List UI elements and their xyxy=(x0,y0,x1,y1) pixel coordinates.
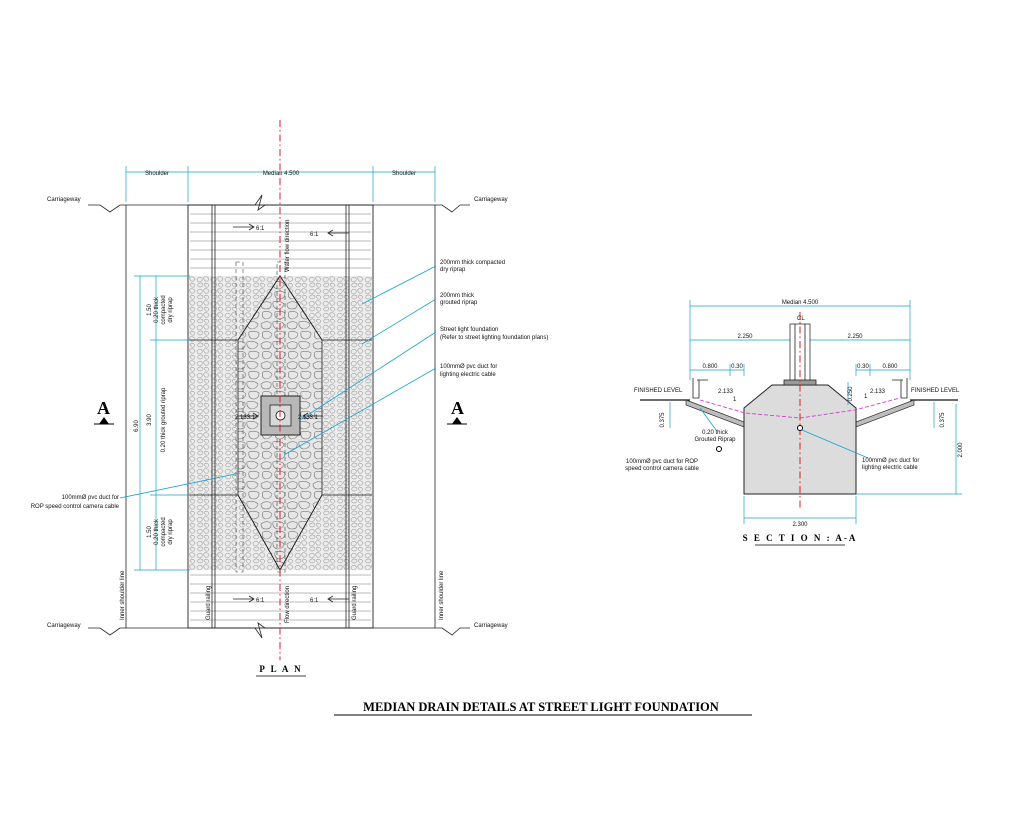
section-rop-1: 100mmØ pvc duct for ROP xyxy=(626,459,698,465)
section-slope-right: 2.133 xyxy=(870,389,886,395)
section-light-1: 100mmØ pvc duct for xyxy=(862,458,919,464)
shoulder-left-label: Shoulder xyxy=(145,171,169,177)
shoulder-right-label: Shoulder xyxy=(392,171,416,177)
slope-mid-right: 2.133:1 xyxy=(298,415,319,421)
section-d2000: 2.000 xyxy=(958,442,964,458)
section-half-right: 2.250 xyxy=(847,334,863,340)
lower-thick-label: 0.20 thick xyxy=(154,518,160,545)
note-duct-2: lighting electric cable xyxy=(440,372,496,378)
slope-mid-left: 2.133:1 xyxy=(235,415,256,421)
upper-dry-riprap-label: dry riprap xyxy=(168,297,174,323)
upper-length-dim: 1.50 xyxy=(147,304,153,316)
lighting-duct-section xyxy=(797,425,803,431)
slope-top-right: 6:1 xyxy=(310,232,319,238)
note-rop-2: ROP speed control camera cable xyxy=(31,504,120,510)
plan-notes: 200mm thick compacted dry riprap 200mm t… xyxy=(31,260,549,510)
carriageway-edges: Carriageway Carriageway Carriageway Carr… xyxy=(47,194,508,639)
note-foundation-1: Street light foundation xyxy=(440,327,498,333)
water-flow-direction-label: Water flow direction xyxy=(285,220,291,272)
lower-dry-riprap-label: dry riprap xyxy=(168,519,174,545)
section-right-dimensions: 0.250 0.375 0.375 2.000 2.300 xyxy=(660,382,964,528)
note-rop-1: 100mmØ pvc duct for xyxy=(62,495,119,501)
guard-railings xyxy=(211,205,350,628)
mid-length-dim: 3.90 xyxy=(147,414,153,426)
upper-thick-label: 0.20 thick xyxy=(154,296,160,323)
plan-slope-arrows: 6:1 6:1 6:1 6:1 2.133:1 2.133:1 xyxy=(233,223,349,604)
guard-railing-right-label: Guard railing xyxy=(352,586,358,620)
section-d0800-left: 0.800 xyxy=(702,364,718,370)
section-rop-2: speed control camera cable xyxy=(625,466,699,472)
section-notes: 0.20 thick Grouted Riprap 100mmØ pvc duc… xyxy=(625,407,919,472)
note-grouted-1: 200mm thick xyxy=(440,293,475,299)
total-length-dim: 6.90 xyxy=(134,420,140,432)
section-slope-left: 2.133 xyxy=(718,389,734,395)
inner-shoulder-left-label: Inner shoulder line xyxy=(120,570,126,620)
section-grouted-2: Grouted Riprap xyxy=(694,437,736,443)
section-d0375-left: 0.375 xyxy=(660,412,666,428)
guard-railing-left-label: Guard railing xyxy=(206,586,212,620)
carriageway-label-bottom-left: Carriageway xyxy=(47,623,81,629)
grouted-riprap-right xyxy=(855,399,915,428)
section-ground: FINISHED LEVEL FINISHED LEVEL xyxy=(634,378,960,401)
drawing-title: MEDIAN DRAIN DETAILS AT STREET LIGHT FOU… xyxy=(363,700,719,714)
finished-level-left: FINISHED LEVEL xyxy=(634,388,683,394)
section-slope-right-one: 1 xyxy=(864,394,868,400)
carriageway-label-top-right: Carriageway xyxy=(474,197,508,203)
section-median-label: Median 4.500 xyxy=(782,300,819,306)
slope-top-left: 6:1 xyxy=(256,226,265,232)
section-half-left: 2.250 xyxy=(737,334,753,340)
section-top-dimensions: Median 4.500 2.250 2.250 0.800 0.30 0.30… xyxy=(689,300,911,380)
section-marker-left-letter: A xyxy=(97,398,110,418)
section-d030-left: 0.30 xyxy=(731,364,743,370)
median-width-label: Median 4.500 xyxy=(263,171,300,177)
note-compacted-2: dry riprap xyxy=(440,267,466,273)
plan-vertical-labels: Water flow direction Flow direction Guar… xyxy=(120,220,445,623)
section-marker-left: A xyxy=(94,398,114,425)
plan-top-dimensions: Shoulder Median 4.500 Shoulder xyxy=(125,166,436,202)
section-cl-label: CL xyxy=(797,316,805,322)
upper-compacted-label: compacted xyxy=(161,295,167,324)
note-compacted-1: 200mm thick compacted xyxy=(440,260,505,266)
section-light-2: lighting electric cable xyxy=(862,465,918,471)
section-d0800-right: 0.800 xyxy=(882,364,898,370)
carriageway-label-bottom-right: Carriageway xyxy=(474,623,508,629)
rop-duct xyxy=(235,261,244,573)
slope-bottom-right: 6:1 xyxy=(310,598,319,604)
lower-length-dim: 1.50 xyxy=(147,526,153,538)
carriageway-label-top-left: Carriageway xyxy=(47,197,81,203)
median-hatching xyxy=(190,213,371,621)
finished-level-right: FINISHED LEVEL xyxy=(911,388,960,394)
section-label: S E C T I O N : A-A xyxy=(743,533,858,543)
section-marker-right: A xyxy=(447,398,467,425)
rop-duct-section xyxy=(716,446,722,452)
lower-compacted-label: compacted xyxy=(161,517,167,546)
section-slope-left-one: 1 xyxy=(733,397,737,403)
flow-direction-label: Flow direction xyxy=(285,586,291,623)
section-view: Median 4.500 2.250 2.250 0.800 0.30 0.30… xyxy=(625,300,964,546)
section-marker-right-letter: A xyxy=(451,398,464,418)
section-d030-right: 0.30 xyxy=(857,364,869,370)
plan-label: P L A N xyxy=(259,664,302,674)
section-d0250: 0.250 xyxy=(848,386,854,402)
mid-grouted-label: 0.20 thick grouted riprap xyxy=(161,387,167,452)
section-d2300: 2.300 xyxy=(792,522,808,528)
note-grouted-2: grouted riprap xyxy=(440,300,478,306)
slope-bottom-left: 6:1 xyxy=(256,598,265,604)
plan-left-dimensions: 6.90 1.50 0.20 thick compacted dry ripra… xyxy=(134,275,190,571)
note-duct-1: 100mmØ pvc duct for xyxy=(440,364,497,370)
section-grouted-1: 0.20 thick xyxy=(702,430,729,436)
section-d0375-right: 0.375 xyxy=(940,412,946,428)
note-foundation-2: (Refer to street lighting foundation pla… xyxy=(440,335,548,341)
inner-shoulder-right-label: Inner shoulder line xyxy=(439,570,445,620)
plan-view: Shoulder Median 4.500 Shoulder Carriagew… xyxy=(31,120,549,677)
